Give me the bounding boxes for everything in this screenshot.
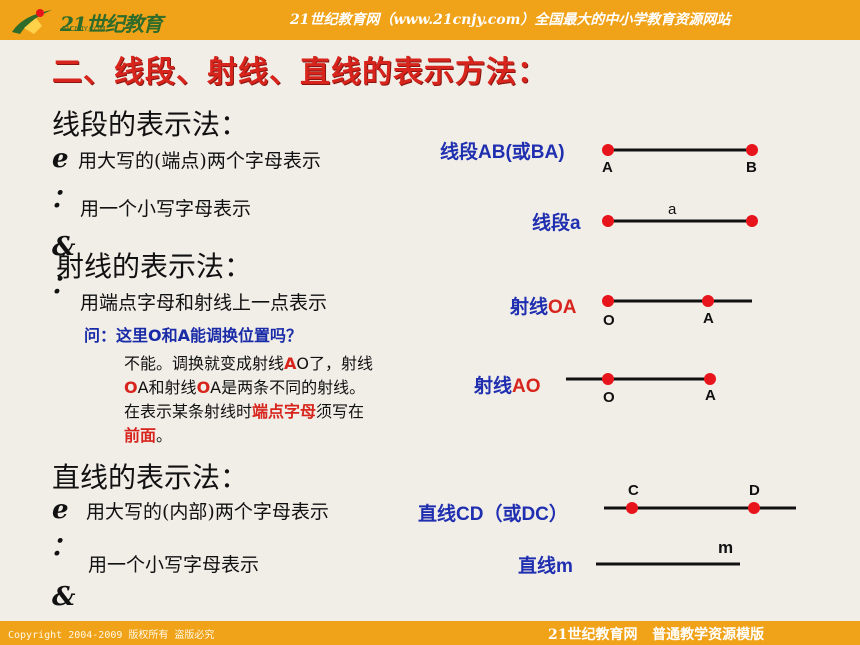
segment-item-1: 用大写的(端点)两个字母表示 bbox=[78, 150, 321, 172]
line-cd-point-c-label: C bbox=[628, 482, 639, 499]
segment-ab-point-a bbox=[602, 144, 614, 156]
line-item-2: 用一个小写字母表示 bbox=[88, 554, 260, 576]
segment-ab-point-a-label: A bbox=[602, 159, 613, 176]
line-heading: 直线的表示法： bbox=[52, 461, 249, 494]
bullet-e-icon: e bbox=[52, 495, 69, 525]
line-cd-point-d bbox=[748, 502, 760, 514]
bullet-colon-icon: ： bbox=[50, 270, 77, 300]
segment-ab-label: 线段AB(或BA) bbox=[440, 142, 565, 163]
footer-bar bbox=[0, 621, 860, 645]
ray-answer-line-1: 不能。调换就变成射线AO了，射线 bbox=[124, 354, 374, 373]
ray-oa-point-o bbox=[602, 295, 614, 307]
ray-oa-point-a bbox=[702, 295, 714, 307]
segment-a-point-1 bbox=[602, 215, 614, 227]
segment-a-point-2 bbox=[746, 215, 758, 227]
ray-oa-point-o-label: O bbox=[603, 312, 615, 329]
page-title: 二、线段、射线、直线的表示方法： bbox=[52, 55, 548, 90]
ray-ao-label: 射线AO bbox=[474, 376, 541, 397]
site-slogan: 21世纪教育网（www.21cnjy.com）全国最大的中小学教育资源网站 bbox=[290, 12, 731, 28]
ray-question: 问：这里O和A能调换位置吗？ bbox=[84, 326, 302, 345]
ray-oa-point-a-label: A bbox=[703, 310, 714, 327]
logo-url: 21CNJY.COM bbox=[62, 26, 106, 33]
ray-item-1: 用端点字母和射线上一点表示 bbox=[80, 292, 328, 314]
footer-site: 21世纪教育网 普通教学资源模版 bbox=[548, 627, 765, 643]
header-bar bbox=[0, 0, 860, 40]
ray-ao-point-o-label: O bbox=[603, 389, 615, 406]
line-cd-point-d-label: D bbox=[749, 482, 760, 499]
ray-answer-line-2: OA和射线OA是两条不同的射线。 bbox=[124, 378, 366, 397]
ray-answer-line-3: 在表示某条射线时端点字母须写在 bbox=[124, 402, 365, 421]
bullet-colon-icon: ： bbox=[50, 532, 77, 562]
bullet-amp-icon: & bbox=[52, 232, 76, 262]
segment-a-name: a bbox=[668, 201, 677, 218]
line-m-label: 直线m bbox=[518, 556, 573, 577]
copyright-text: Copyright 2004-2009 版权所有 盗版必究 bbox=[8, 630, 215, 641]
bullet-e-icon: e bbox=[52, 144, 69, 174]
bullet-amp-icon: & bbox=[52, 582, 76, 612]
ray-heading: 射线的表示法： bbox=[56, 250, 253, 283]
segment-a-label: 线段a bbox=[532, 213, 581, 234]
ray-ao-point-o bbox=[602, 373, 614, 385]
line-cd-label: 直线CD（或DC） bbox=[418, 504, 568, 525]
ray-ao-point-a-label: A bbox=[705, 387, 716, 404]
ray-ao-point-a bbox=[704, 373, 716, 385]
logo-figure-icon bbox=[12, 9, 52, 34]
segment-ab-point-b-label: B bbox=[746, 159, 757, 176]
ray-oa-label: 射线OA bbox=[510, 297, 577, 318]
segment-heading: 线段的表示法： bbox=[52, 108, 249, 141]
line-m-name: m bbox=[718, 538, 734, 557]
line-item-1: 用大写的(内部)两个字母表示 bbox=[86, 501, 329, 523]
bullet-colon-icon: ： bbox=[50, 184, 77, 214]
logo-text[interactable]: 21世纪教育 bbox=[60, 12, 163, 36]
segment-item-2: 用一个小写字母表示 bbox=[80, 198, 252, 220]
line-cd-point-c bbox=[626, 502, 638, 514]
ray-answer-line-4: 前面。 bbox=[124, 426, 173, 445]
segment-ab-point-b bbox=[746, 144, 758, 156]
